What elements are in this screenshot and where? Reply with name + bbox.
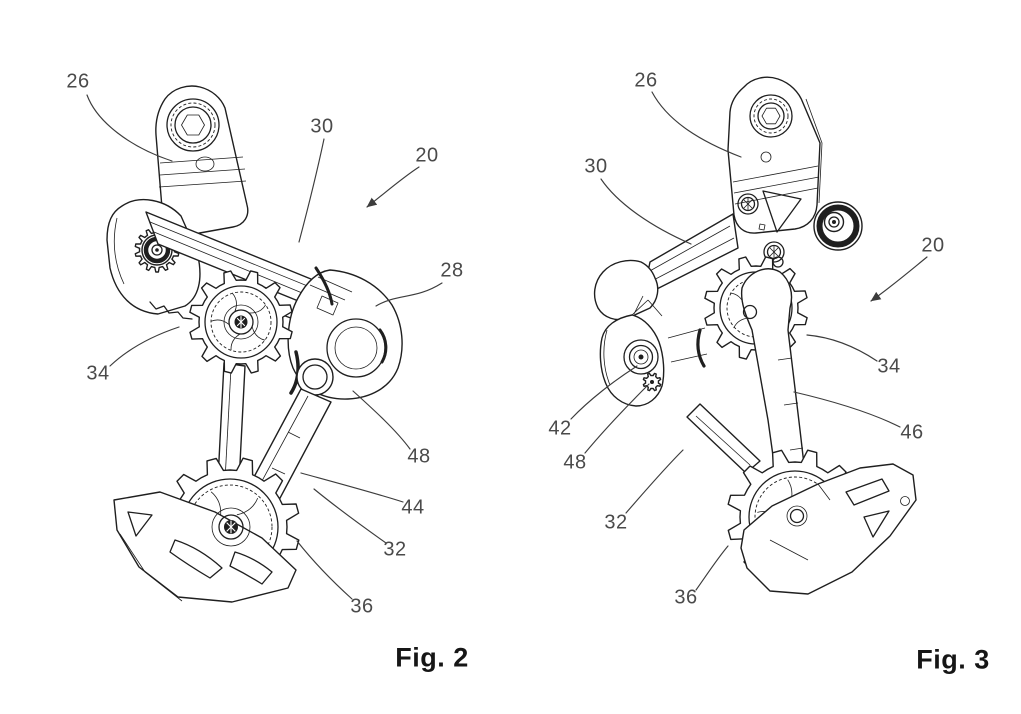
- fig3-outer-cage-arm: [740, 256, 810, 514]
- fig3-adjuster-button: [623, 339, 659, 375]
- fig3-cage-upper-hole: [772, 256, 784, 268]
- fig3-outer-link-arm: [593, 213, 739, 321]
- fig2-ref-30: 30: [310, 115, 334, 138]
- fig2-ref-34: 34: [86, 362, 110, 385]
- fig3-ref-26: 26: [634, 69, 658, 92]
- fig2-ref-26: 26: [66, 70, 90, 93]
- fig2-lower-cage-plate: [113, 491, 297, 603]
- fig3-ref-46: 46: [900, 421, 924, 444]
- fig3-caption: Fig. 3: [916, 644, 990, 675]
- fig3-arrow-20: [870, 256, 928, 302]
- fig2-ref-44: 44: [401, 496, 425, 519]
- fig2-leader-lines: [86, 94, 443, 600]
- fig2-ref-48: 48: [407, 445, 431, 468]
- fig3-ref-32: 32: [604, 511, 628, 534]
- fig3-inner-cage-plate: [686, 403, 761, 474]
- fig3-lower-cage-plate: [740, 463, 917, 595]
- fig3-hanger-plate: [727, 76, 823, 263]
- fig3-ref-36: 36: [674, 586, 698, 609]
- fig2-ref-32: 32: [383, 538, 407, 561]
- fig3-guide-roller: [813, 201, 863, 251]
- fig3-drawing: [570, 76, 928, 595]
- fig2-ref-36: 36: [350, 595, 374, 618]
- fig3-ref-20: 20: [921, 234, 945, 257]
- fig3-ref-30: 30: [584, 155, 608, 178]
- fig3-motor-cover: [599, 299, 708, 407]
- fig2-caption: Fig. 2: [395, 642, 469, 673]
- fig2-ref-20: 20: [415, 144, 439, 167]
- fig2-cage-pivot: [296, 358, 334, 396]
- fig2-ref-28: 28: [440, 259, 464, 282]
- fig2-drawing: [86, 85, 443, 603]
- fig2-upper-pulley: [189, 270, 293, 374]
- fig3-ref-42: 42: [548, 417, 572, 440]
- fig2-arrow-20: [366, 166, 420, 208]
- fig3-ref-34: 34: [877, 355, 901, 378]
- fig3-leader-lines: [570, 91, 928, 591]
- fig2-mounting-bracket: [155, 85, 249, 238]
- fig3-ref-48: 48: [563, 451, 587, 474]
